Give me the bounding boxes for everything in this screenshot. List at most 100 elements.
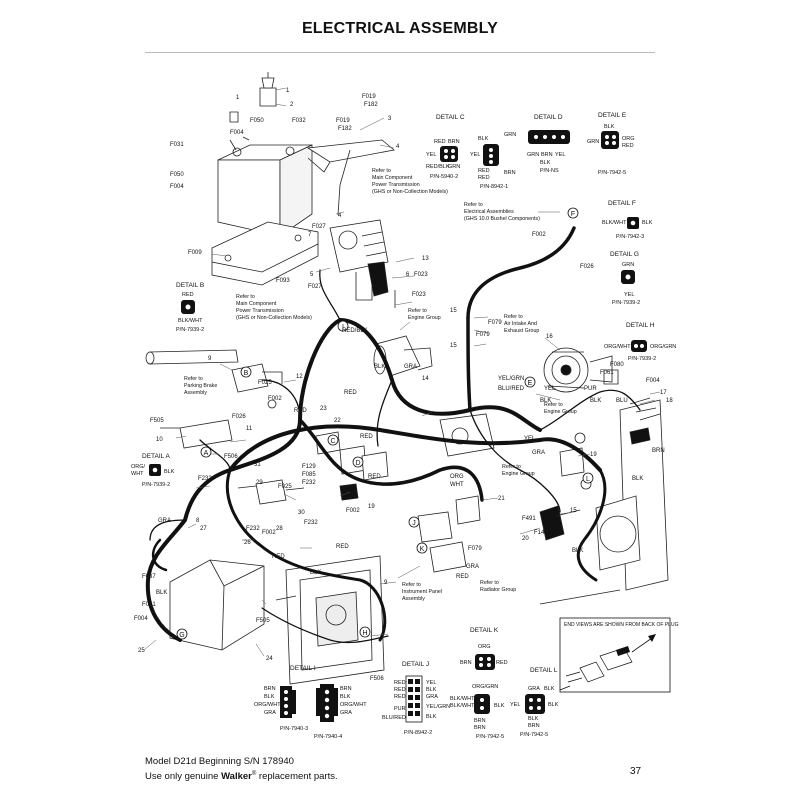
- callout-26: 26: [244, 540, 251, 546]
- callout-7: 7: [308, 232, 312, 238]
- svg-text:BRN: BRN: [474, 718, 486, 724]
- circle-detail-f: F: [567, 207, 579, 219]
- ref-parking-brake: Refer to Parking Brake Assembly: [184, 376, 217, 396]
- part-f491: F491: [522, 516, 536, 522]
- harness-left-small: [152, 538, 168, 572]
- part-f061: F061: [600, 370, 614, 376]
- svg-text:Assembly: Assembly: [184, 390, 207, 396]
- svg-text:Refer to: Refer to: [544, 402, 563, 408]
- part-f023b: F023: [412, 292, 426, 298]
- part-f025: F025: [258, 380, 272, 386]
- ref-main-power-b: Refer to Main Component Power Transmissi…: [236, 294, 312, 321]
- detail-i: DETAIL I BRN BLK ORG/WHT GRA P/N-7940-3 …: [254, 665, 367, 740]
- battery: [217, 136, 313, 237]
- svg-text:BLK: BLK: [540, 160, 551, 166]
- svg-text:Assembly: Assembly: [402, 596, 425, 602]
- wire-yel-1: YEL: [544, 386, 556, 392]
- wire-gra-2: GRA: [532, 450, 545, 456]
- svg-text:(GHS or Non-Collection Models): (GHS or Non-Collection Models): [236, 315, 312, 321]
- wire-red-5: RED: [272, 554, 285, 560]
- callout-19b: 19: [590, 452, 597, 458]
- part-f002d: F002: [262, 530, 276, 536]
- svg-text:(GHS or Non-Collection Models): (GHS or Non-Collection Models): [372, 189, 448, 195]
- part-f129: F129: [302, 464, 316, 470]
- instrument-panel: [275, 555, 385, 685]
- detail-d: DETAIL D GRN BRN YEL BLK P/N-NS: [527, 114, 570, 174]
- svg-text:BLK/WHT: BLK/WHT: [178, 318, 203, 324]
- svg-text:Engine Group: Engine Group: [544, 409, 577, 415]
- ref-engine-group-3: Refer to Engine Group: [502, 464, 535, 477]
- svg-text:A: A: [204, 450, 209, 457]
- wire-gra-4: GRA: [158, 518, 171, 524]
- ref-radiator: Refer to Radiator Group: [480, 580, 516, 593]
- svg-text:DETAIL B: DETAIL B: [176, 282, 204, 289]
- callout-1: 1: [286, 88, 290, 94]
- part-f506: F506: [224, 454, 238, 460]
- svg-text:Instrument Panel: Instrument Panel: [402, 589, 442, 595]
- part-f145: F145: [534, 530, 548, 536]
- callout-17: 17: [660, 390, 667, 396]
- battery-cable-cap: [229, 72, 277, 123]
- svg-text:BLK/WHT: BLK/WHT: [450, 696, 475, 702]
- callout-25: 25: [138, 648, 145, 654]
- wire-red-3: RED: [360, 434, 373, 440]
- footer-model-line: Model D21d Beginning S/N 178940: [145, 756, 294, 767]
- svg-text:RED: RED: [478, 168, 490, 174]
- svg-text:P/N-5940-2: P/N-5940-2: [430, 174, 458, 180]
- harness-cross: [228, 424, 602, 472]
- ref-instrument-panel: Refer to Instrument Panel Assembly: [402, 582, 442, 602]
- part-f232c: F232: [304, 520, 318, 526]
- detail-a: DETAIL A ORG/ WHT BLK P/N-7939-2: [131, 453, 175, 488]
- svg-text:P/N-7940-3: P/N-7940-3: [280, 726, 308, 732]
- svg-text:P/N-7939-2: P/N-7939-2: [176, 327, 204, 333]
- callout-5: 5: [310, 272, 314, 278]
- svg-text:E: E: [528, 380, 533, 387]
- wire-red-2: RED: [294, 408, 307, 414]
- harness-upper-branch: [338, 318, 542, 432]
- part-f019b: F019: [336, 118, 350, 124]
- svg-text:BLK: BLK: [548, 702, 559, 708]
- svg-text:GRA: GRA: [264, 710, 276, 716]
- part-f002c: F002: [346, 508, 360, 514]
- svg-text:J: J: [412, 520, 416, 527]
- callout-2: 2: [290, 102, 294, 108]
- circle-detail-c: C: [327, 434, 339, 446]
- svg-text:GRN: GRN: [527, 152, 539, 158]
- svg-text:Refer to: Refer to: [408, 308, 427, 314]
- svg-text:Exhaust Group: Exhaust Group: [504, 328, 539, 334]
- detail-insets: DETAIL A ORG/ WHT BLK P/N-7939-2 DETAIL …: [131, 112, 679, 740]
- callout-22: 22: [334, 418, 341, 424]
- svg-text:D: D: [355, 460, 360, 467]
- callout-15b: 15: [450, 343, 457, 349]
- wire-thin-4: [261, 607, 389, 644]
- svg-text:P/N-7939-2: P/N-7939-2: [612, 300, 640, 306]
- svg-text:BLK: BLK: [264, 694, 275, 700]
- detail-k: DETAIL K ORG BRN RED ORG/GRN BLK/WHT BLK…: [450, 627, 508, 740]
- circle-detail-e: E: [524, 376, 536, 388]
- svg-text:RED: RED: [496, 660, 508, 666]
- page-number: 37: [630, 766, 642, 777]
- svg-text:Power Transmission: Power Transmission: [236, 308, 284, 314]
- svg-text:Refer to: Refer to: [402, 582, 421, 588]
- alternator: [543, 347, 613, 393]
- svg-text:I: I: [342, 324, 344, 331]
- junction-connectors: [417, 495, 481, 573]
- svg-text:G: G: [179, 632, 184, 639]
- svg-text:P/N-8942-2: P/N-8942-2: [404, 730, 432, 736]
- harness-mid-loop: [298, 418, 484, 502]
- wire-thin-8: [149, 519, 186, 541]
- svg-text:(GHS 10.0 Bushel Components): (GHS 10.0 Bushel Components): [464, 216, 540, 222]
- svg-text:DETAIL L: DETAIL L: [530, 667, 558, 674]
- part-f080: F080: [610, 362, 624, 368]
- callout-20: 20: [522, 536, 529, 542]
- circle-detail-b: B: [240, 366, 252, 378]
- svg-text:BLU/RED: BLU/RED: [382, 715, 406, 721]
- part-f004d: F004: [134, 616, 148, 622]
- svg-text:Power Transmission: Power Transmission: [372, 182, 420, 188]
- svg-text:Refer to: Refer to: [502, 464, 521, 470]
- part-f182b: F182: [338, 126, 352, 132]
- svg-text:PUR: PUR: [394, 706, 406, 712]
- wire-blk-7: BLK: [572, 548, 583, 554]
- svg-text:YEL: YEL: [426, 152, 436, 158]
